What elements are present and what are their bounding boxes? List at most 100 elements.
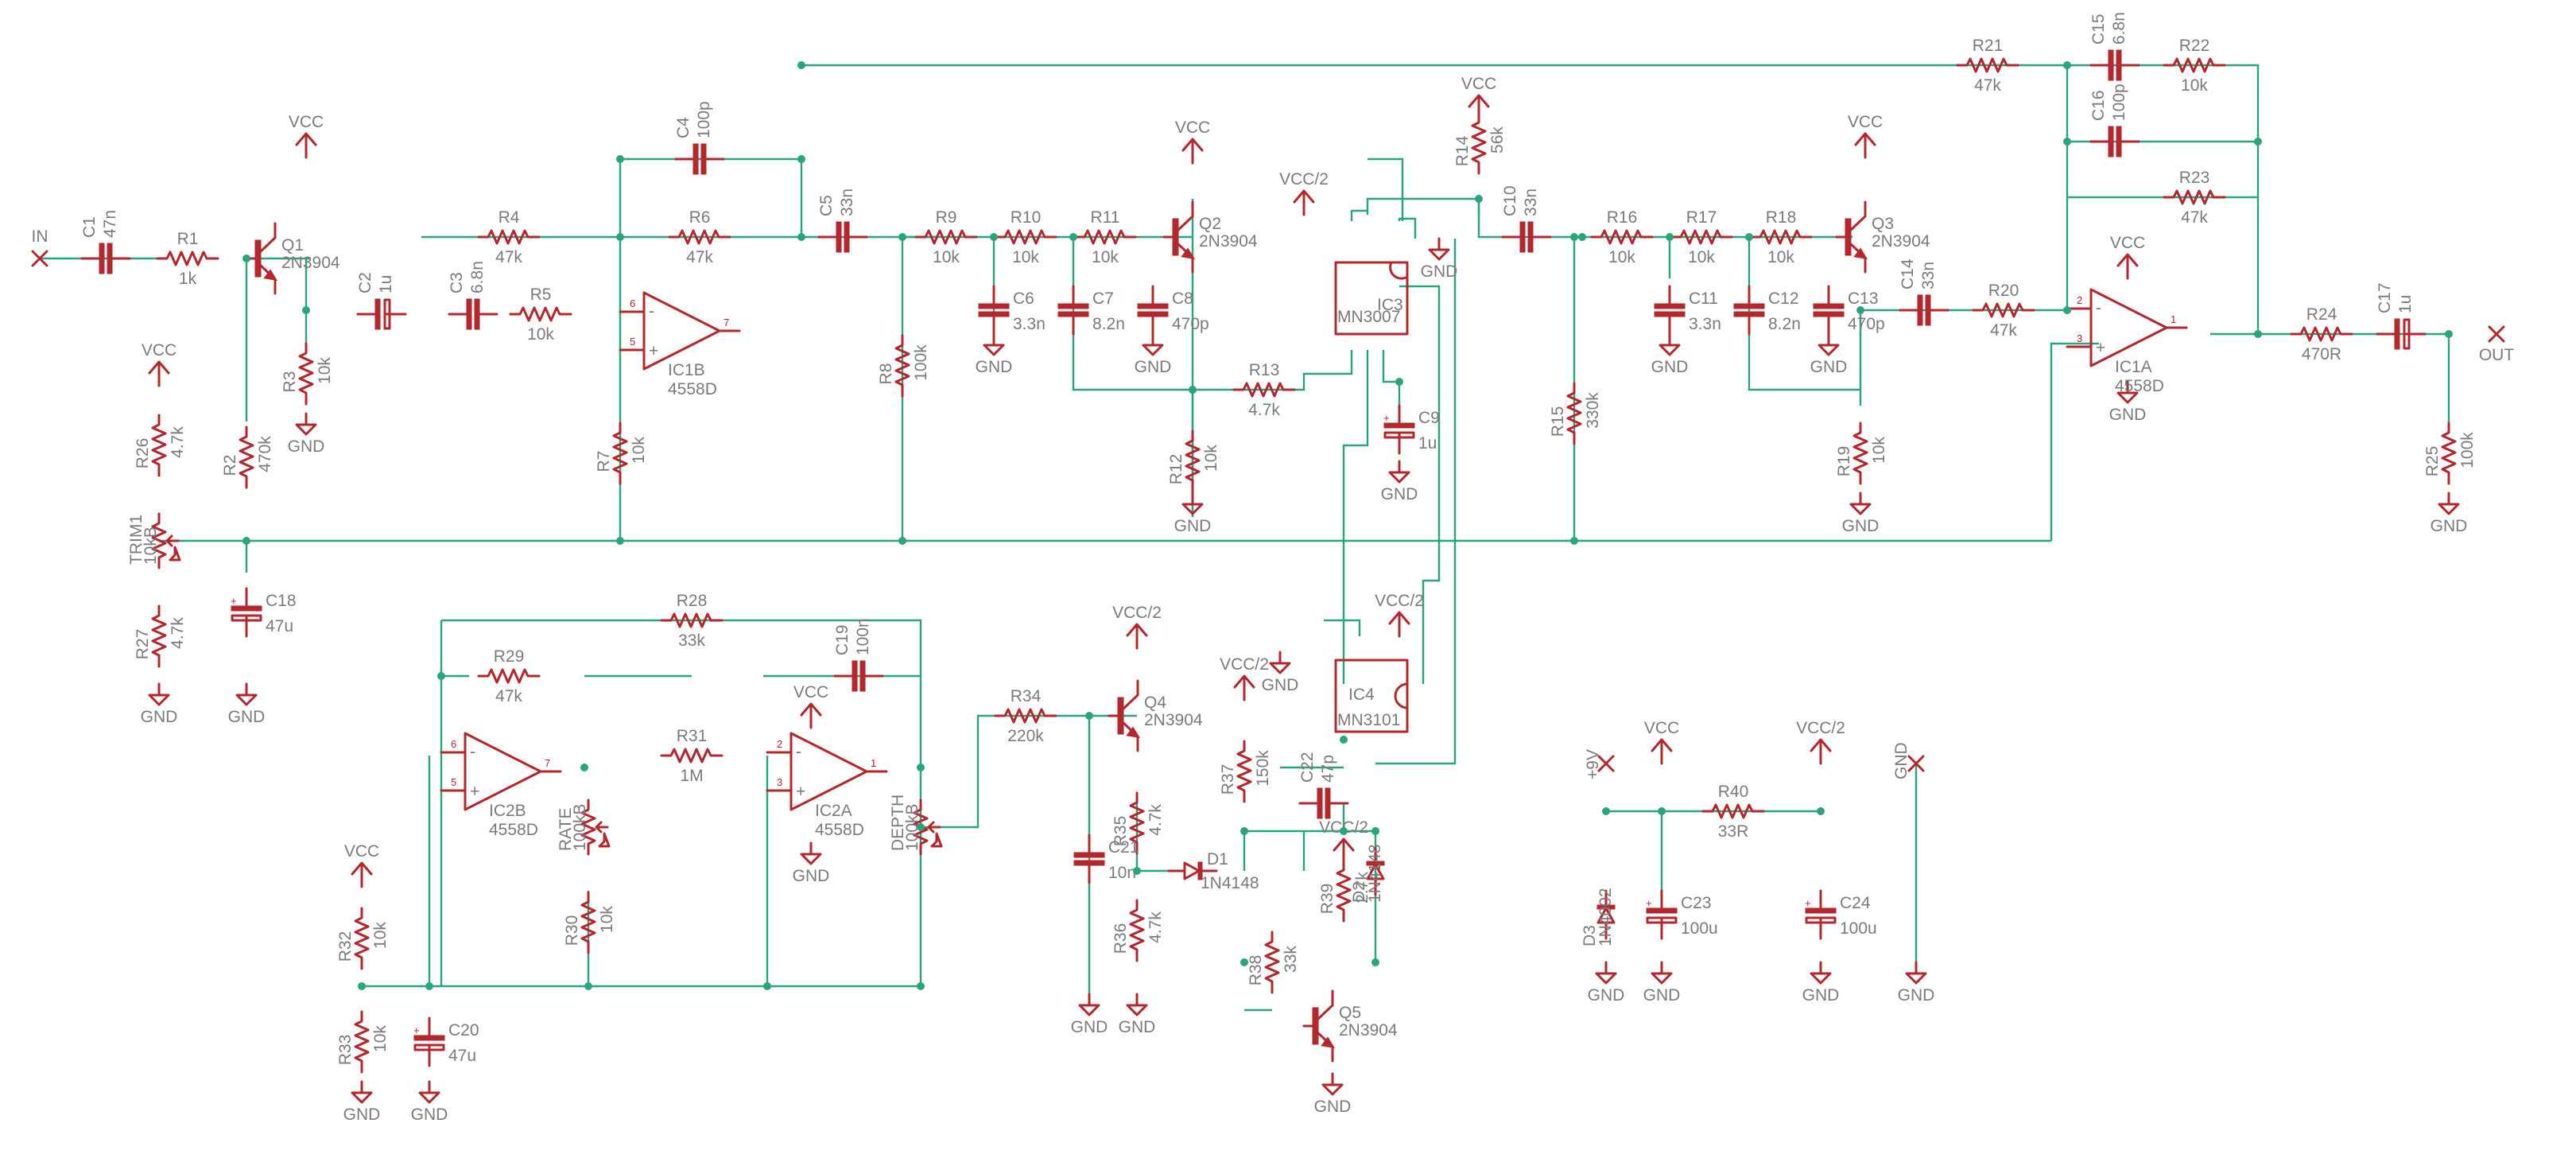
supply-label: VCC (344, 842, 379, 861)
supply-vcc (1651, 738, 1673, 765)
wire (441, 619, 922, 676)
resistor-r25 (2441, 422, 2457, 485)
junction-dot (302, 306, 310, 314)
junction-dot (1570, 537, 1578, 545)
junction-dot (797, 233, 805, 241)
gnd-terminal-label: GND (1892, 742, 1911, 779)
ref-label: R9 (936, 208, 957, 227)
opamp-ic2b (440, 732, 562, 811)
junction-dot (917, 764, 925, 771)
gnd-label: GND (793, 867, 830, 885)
ref-label: R35 (1111, 816, 1130, 847)
ref-label: R24 (2306, 305, 2337, 324)
supply-label: VCC (1175, 119, 1210, 137)
junction-dot (242, 537, 250, 545)
value-label: 10k (1202, 445, 1220, 472)
ref-label: R16 (1607, 208, 1638, 227)
ref-label: C5 (817, 195, 836, 216)
value-label: 4.7k (1146, 804, 1165, 836)
gnd-symbol (418, 1080, 440, 1104)
value-label: 100kB (571, 803, 589, 851)
ref-label: IC1B (668, 361, 705, 379)
resistor-r11 (1073, 229, 1137, 245)
value-label: 2N3904 (1144, 711, 1203, 729)
ref-label: R4 (499, 208, 520, 227)
junction-dot (1085, 712, 1093, 720)
gnd-symbol (295, 412, 317, 436)
ref-label: IC2B (489, 802, 526, 820)
pin-sign: + (2096, 339, 2105, 357)
wire (1350, 209, 1368, 221)
transistor-q4 (1108, 679, 1140, 752)
ref-label: R7 (595, 451, 613, 472)
value-label: 470k (256, 436, 274, 472)
opamp-ic2a (766, 732, 888, 811)
ref-label: C17 (2376, 282, 2394, 313)
value-label: 2.7k (1353, 872, 1371, 903)
junction-dot (1371, 827, 1379, 835)
resistor-r28 (660, 612, 724, 628)
resistor-r37 (1236, 740, 1252, 803)
resistor-r16 (1590, 229, 1654, 245)
ref-label: R6 (689, 208, 711, 227)
junction-dot (1475, 195, 1483, 203)
junction-dot (797, 61, 805, 69)
ref-label: R30 (563, 915, 581, 946)
ref-label: C2 (356, 272, 374, 293)
supply-vcc (1468, 94, 1490, 121)
value-label: 330k (1584, 392, 1602, 429)
wire (1375, 239, 1457, 765)
gnd-label: GND (1314, 1098, 1352, 1116)
value-label: 100kB (903, 803, 921, 851)
value-label: 470p (1172, 315, 1209, 333)
supply-vcc (800, 702, 822, 729)
gnd-symbol (2438, 492, 2460, 515)
value-label: 2N3904 (281, 254, 340, 272)
ref-label: R2 (221, 455, 239, 476)
capacitor-c5 (817, 221, 868, 253)
junction-dot (1240, 827, 1248, 835)
gnd-symbol (1810, 961, 1832, 985)
junction-dot (1069, 233, 1077, 241)
value-label: 33n (838, 188, 856, 216)
resistor-r3 (298, 342, 314, 406)
value-label: 10n (1108, 864, 1136, 882)
transistor-q5 (1302, 989, 1335, 1063)
gnd-symbol (1818, 332, 1840, 356)
junction-dot (2063, 138, 2071, 146)
resistor-r17 (1670, 229, 1733, 245)
value-label: 4.7k (1248, 401, 1280, 419)
ref-label: C11 (1689, 290, 1718, 308)
gnd-label: GND (1262, 676, 1299, 694)
ref-label: R5 (530, 286, 552, 304)
value-label: 47u (266, 617, 293, 635)
value-label: 56k (1488, 126, 1507, 153)
resistor-r14 (1471, 111, 1487, 175)
ref-label: Q3 (1872, 215, 1894, 233)
svg-text:+: + (1805, 897, 1811, 909)
wire (921, 714, 1089, 829)
capacitor-c2 (356, 298, 407, 330)
supply-label: VCC/2 (1112, 604, 1162, 622)
value-label: 47n (101, 210, 119, 238)
value-label: 47u (448, 1047, 476, 1065)
resistor-r13 (1232, 382, 1296, 398)
junction-dot (2063, 61, 2071, 69)
ic-part-label: MN3007 (1337, 308, 1400, 326)
gnd-label: GND (1421, 262, 1458, 281)
ref-label: R20 (1988, 282, 2019, 300)
ref-label: R33 (336, 1035, 355, 1066)
wire (1368, 157, 1404, 221)
wire (1398, 217, 1417, 239)
value-label: 150k (1254, 750, 1272, 787)
ref-label: R12 (1167, 454, 1185, 485)
gnd-label: GND (343, 1106, 381, 1124)
ref-label: C4 (674, 117, 692, 138)
junction-dot (616, 155, 624, 163)
wire (620, 157, 803, 237)
pin-sign: - (796, 743, 801, 761)
ref-label: D2 (1350, 881, 1368, 903)
supply-vcc_half (1333, 837, 1355, 865)
transistor-q2 (1162, 200, 1195, 274)
